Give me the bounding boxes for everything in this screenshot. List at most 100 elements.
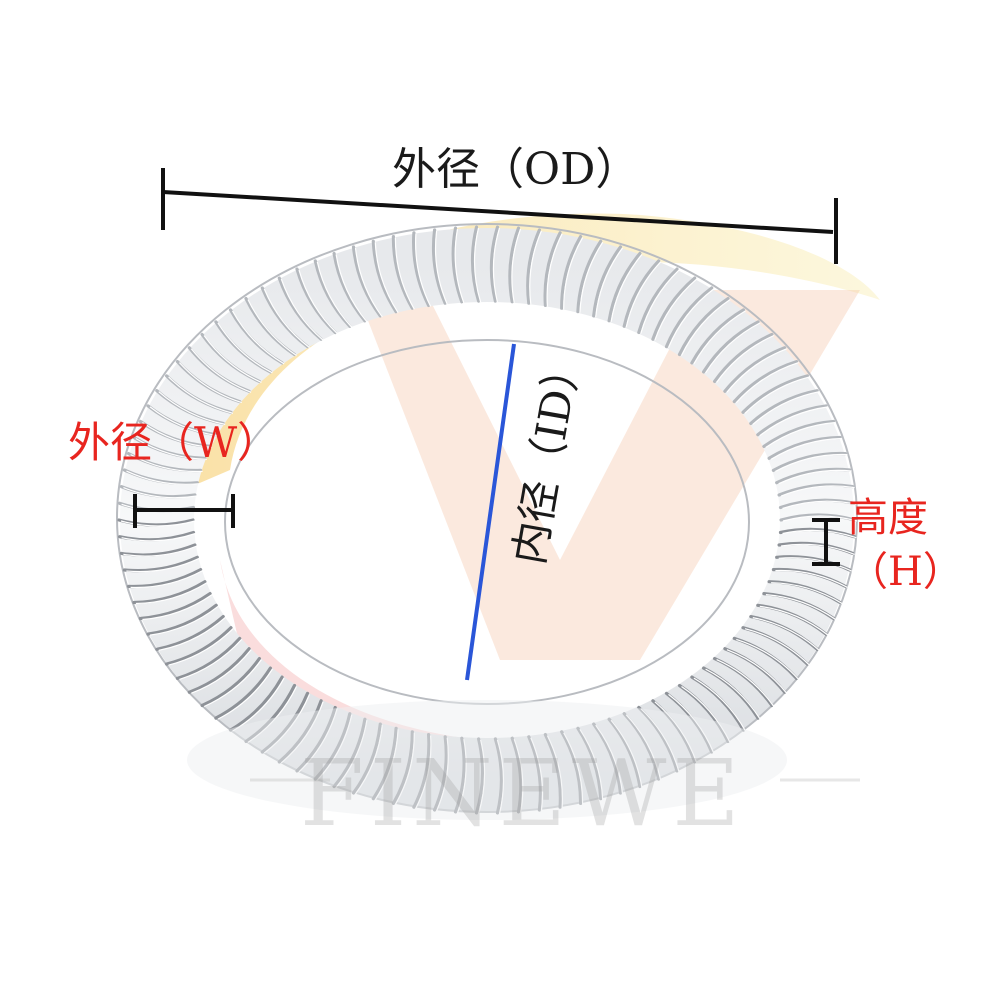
spring-coil	[777, 483, 855, 497]
spring-coil	[214, 666, 272, 720]
id-dimension-line	[465, 343, 516, 681]
spring-coil-highlight	[759, 406, 829, 437]
spring-coil	[295, 267, 337, 335]
spring-coil-highlight	[335, 254, 368, 323]
spring-coil-highlight	[168, 376, 234, 414]
spring-coil	[138, 592, 212, 621]
spring-coil-highlight	[374, 242, 399, 314]
spring-coil-highlight	[178, 362, 242, 404]
spring-coil	[664, 286, 714, 349]
spring-coil-highlight	[126, 470, 200, 485]
spring-coil-highlight	[625, 261, 662, 328]
spring-coil-highlight	[142, 422, 213, 448]
spring-coil	[119, 543, 197, 557]
spring-coil	[592, 245, 623, 318]
spring-coil-highlight	[454, 228, 465, 304]
spring-coil-highlight	[263, 288, 310, 349]
spring-coil-highlight	[203, 659, 262, 708]
spring-coil	[277, 276, 323, 341]
spring-coil-highlight	[123, 545, 198, 557]
spring-coil-highlight	[473, 227, 482, 303]
spring-coil-highlight	[179, 638, 243, 680]
spring-coil	[155, 615, 225, 651]
spring-coil	[677, 297, 730, 357]
spring-coil	[702, 320, 760, 374]
spring-coil-highlight	[158, 617, 226, 651]
spring-coil-highlight	[316, 261, 353, 328]
spring-coil	[470, 225, 481, 303]
spring-coil-highlight	[158, 391, 226, 425]
ring-reflection	[187, 700, 787, 820]
spring-coil-highlight	[203, 335, 262, 383]
spring-coil-highlight	[752, 617, 820, 651]
w-dimension	[133, 494, 235, 528]
spring-coil-highlight	[744, 628, 810, 666]
spring-coil	[771, 451, 847, 472]
spring-coil	[489, 225, 500, 303]
spring-coil-highlight	[149, 406, 219, 437]
spring-coil-highlight	[780, 485, 855, 497]
spring-coil-highlight	[492, 227, 501, 303]
spring-coil-highlight	[231, 310, 285, 365]
spring-coil-highlight	[752, 391, 820, 425]
spring-coil-highlight	[511, 228, 522, 303]
spring-coil-highlight	[726, 649, 788, 694]
spring-coil-highlight	[778, 469, 852, 485]
spring-coil-highlight	[782, 515, 858, 522]
spring-coil	[332, 251, 367, 323]
spring-coil	[723, 346, 787, 393]
spring-coil-highlight	[736, 638, 800, 680]
spring-coil	[749, 389, 819, 425]
spring-coil	[741, 374, 809, 414]
spring-coil-highlight	[123, 487, 197, 499]
spring-coil-highlight	[735, 362, 799, 404]
spring-coil	[622, 259, 661, 328]
spring-coil-highlight	[217, 322, 273, 374]
spring-coil-highlight	[191, 649, 252, 694]
watermark-brand-text: FINEWE	[300, 740, 746, 847]
spring-coil-highlight	[693, 677, 747, 732]
spring-coil-highlight	[563, 237, 584, 310]
height-symbol-label: （H）	[848, 549, 963, 595]
spring-coil-highlight	[354, 247, 383, 318]
spring-coil-highlight	[782, 500, 857, 510]
spring-coil-highlight	[130, 570, 203, 589]
spring-coil-highlight	[298, 269, 338, 334]
spring-coil	[431, 228, 447, 305]
spring-coil-highlight	[759, 605, 829, 636]
od-dimension-line	[162, 190, 834, 234]
spring-coil-highlight	[168, 628, 234, 666]
spring-coil	[756, 404, 828, 437]
spring-coil	[576, 239, 603, 314]
spring-coil-highlight	[415, 233, 432, 307]
spring-coil-highlight	[529, 230, 542, 305]
spring-coil-highlight	[280, 278, 324, 341]
spring-coil-highlight	[771, 582, 843, 605]
spring-coil-highlight	[654, 278, 698, 341]
spring-coil-highlight	[716, 334, 775, 383]
spring-coil-highlight	[775, 453, 848, 472]
spring-coil-highlight	[610, 254, 643, 322]
spring-coil	[118, 530, 196, 542]
spring-coil-highlight	[190, 348, 252, 393]
spring-coil-highlight	[775, 569, 848, 588]
od-label: 外径（OD）	[392, 144, 640, 195]
spring-coil	[508, 226, 521, 304]
spring-coil-highlight	[579, 241, 604, 313]
spring-coil	[412, 231, 431, 307]
spring-coil	[122, 555, 199, 573]
spring-coil	[127, 568, 203, 589]
spring-coil-highlight	[726, 348, 787, 393]
spring-coil-highlight	[149, 605, 219, 636]
spring-coil-highlight	[130, 454, 203, 473]
spring-coil-highlight	[765, 421, 836, 448]
w-label: 外径（W）	[68, 418, 280, 467]
spring-coil	[313, 259, 352, 328]
spring-coil-highlight	[120, 520, 196, 527]
spring-coil	[775, 467, 852, 485]
spring-coil	[165, 626, 233, 666]
spring-coil	[651, 276, 697, 341]
spring-coil-highlight	[770, 437, 843, 460]
spring-coil	[187, 647, 251, 694]
